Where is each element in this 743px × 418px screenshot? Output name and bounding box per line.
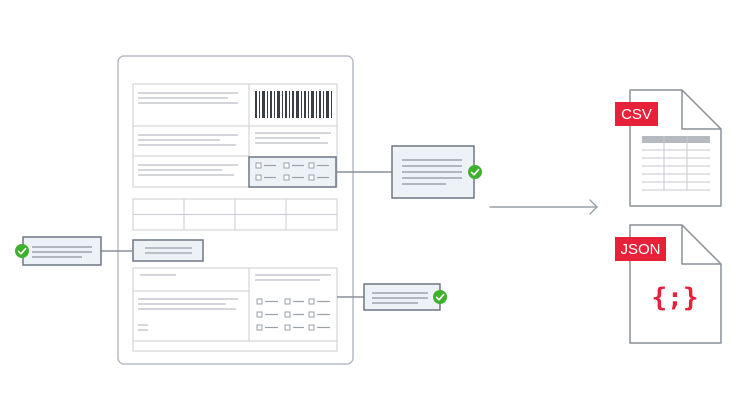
check-icon [468,165,482,179]
barcode-icon [255,91,332,118]
footer-text-lines [138,274,331,331]
header-text-lines [138,92,331,176]
csv-file-icon: CSV [615,89,722,207]
document-footer-section [132,267,338,352]
document-table [132,198,338,231]
csv-grid [642,136,710,191]
csv-label: CSV [621,106,652,123]
check-icon [433,290,447,304]
arrow-right-icon [489,199,598,215]
extracted-card-left [15,236,102,266]
check-icon [15,244,29,258]
highlighted-text-field [132,239,204,262]
json-label-badge: JSON [615,237,666,261]
extracted-card-right-bottom [363,283,447,311]
json-file-icon: JSON {;} [615,224,722,344]
connector-lines [101,171,392,298]
source-document [117,55,354,365]
highlighted-checkbox-region [248,156,337,188]
footer-checkboxes [256,298,330,331]
json-label: JSON [620,241,660,258]
csv-label-badge: CSV [615,102,658,126]
extracted-card-right-top [391,145,482,199]
json-braces-icon: {;} [652,283,699,313]
